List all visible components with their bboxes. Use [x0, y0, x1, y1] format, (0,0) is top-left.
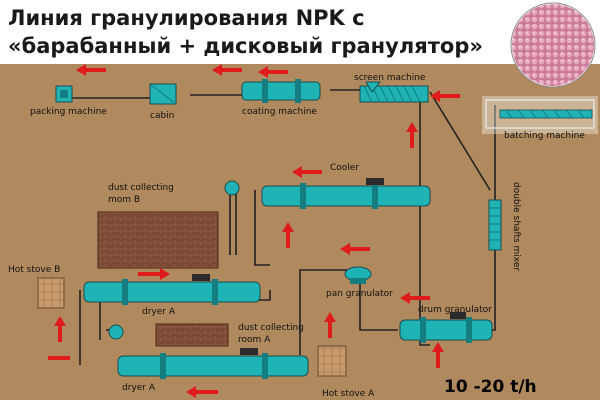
pink-granules-photo: [510, 2, 596, 88]
dust-collecting-room-a: [108, 323, 229, 347]
dust-room-b-label-line2: mom B: [108, 195, 140, 205]
red-arrow-icon: [138, 268, 170, 280]
red-arrow-icon: [324, 312, 336, 338]
hot-stove-b-label: Hot stove B: [8, 265, 60, 275]
screen-machine: [359, 81, 429, 103]
dust-room-b-label-line1: dust collecting: [108, 183, 174, 193]
title-band: Линия гранулирования NPK с «барабанный +…: [0, 0, 600, 64]
double-shafts-mixer-label: double shafts mixer: [511, 182, 521, 271]
dust-collecting-room-b: [97, 211, 219, 269]
screen-machine-label: screen machine: [354, 73, 426, 83]
coating-machine: [241, 79, 321, 103]
title-line1: Линия гранулирования NPK с: [8, 6, 365, 30]
drum-granulator: [399, 312, 493, 343]
red-arrow-icon: [432, 342, 444, 368]
red-arrow-icon: [186, 386, 218, 398]
dryer-upper-label: dryer A: [142, 307, 176, 317]
red-arrow-icon: [400, 292, 430, 304]
labels: packing machine cabin coating machine sc…: [8, 73, 585, 399]
pan-granulator-label: pan granulator: [326, 289, 393, 299]
red-arrow-icon: [212, 64, 242, 76]
red-arrow-icon: [54, 316, 66, 342]
cabin: [149, 83, 177, 105]
flow-arrows: [48, 64, 460, 398]
packing-machine-label: packing machine: [30, 107, 107, 117]
pan-granulator: [344, 266, 372, 284]
red-arrow-icon: [282, 222, 294, 248]
red-arrow-icon: [292, 166, 322, 178]
packing-machine: [55, 85, 73, 103]
title-line2: «барабанный + дисковый гранулятор»: [8, 34, 483, 58]
double-shafts-mixer: [488, 199, 502, 251]
red-arrow-icon: [258, 66, 288, 78]
dryer-upper: [83, 274, 261, 305]
coating-machine-label: coating machine: [242, 107, 317, 117]
hot-stove-b: [37, 277, 65, 309]
cooler: [224, 178, 431, 209]
red-arrow-icon: [340, 243, 370, 255]
capacity-label: 10 -20 t/h: [444, 377, 537, 397]
drum-granulator-label: drum granulator: [418, 305, 492, 315]
batching-machine: [482, 96, 598, 134]
dust-room-a-label-line2: room A: [238, 335, 271, 345]
cabin-label: cabin: [150, 111, 174, 121]
dust-room-a-label-line1: dust collecting: [238, 323, 304, 333]
batching-machine-label: batching machine: [504, 131, 585, 141]
red-arrow-icon: [406, 122, 418, 148]
hot-stove-a: [317, 345, 347, 377]
red-arrow-icon: [76, 64, 106, 76]
cooler-label: Cooler: [330, 163, 359, 173]
dryer-lower-label: dryer A: [122, 383, 156, 393]
red-arrow-icon: [48, 356, 70, 360]
dryer-lower: [117, 348, 309, 379]
red-arrow-icon: [430, 90, 460, 102]
hot-stove-a-label: Hot stove A: [322, 389, 375, 399]
